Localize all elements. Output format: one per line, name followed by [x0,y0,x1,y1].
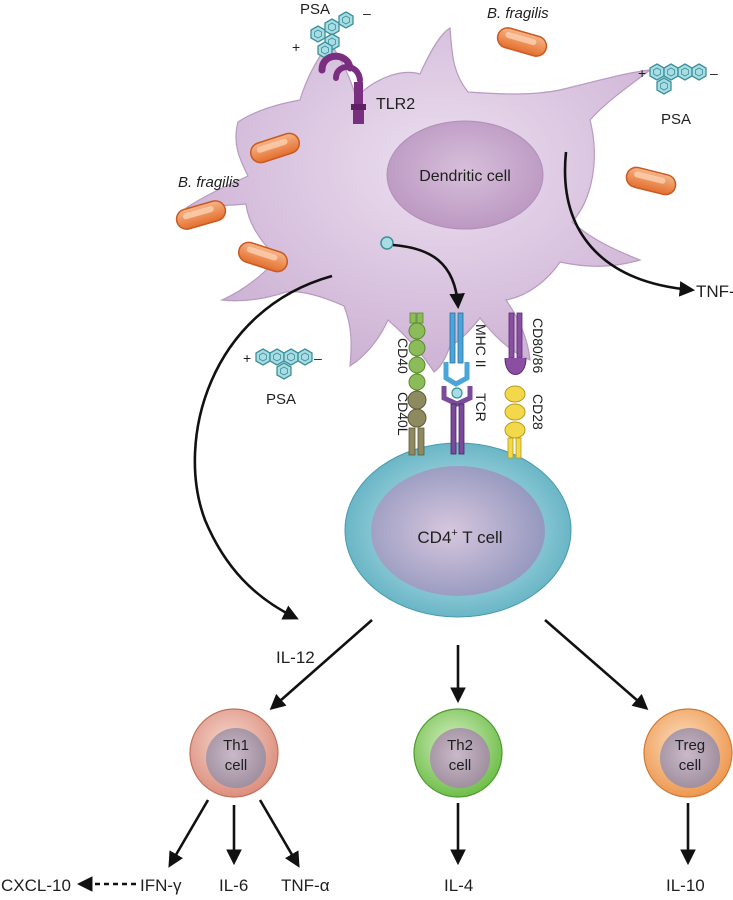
th1-cell [189,708,279,798]
b-fragilis-label-top: B. fragilis [487,5,549,22]
dendritic-cell-nucleus [386,120,544,230]
treg-label-line2: cell [679,757,702,774]
tnf-alpha-label-bottom: TNF-α [281,876,330,895]
treg-label-line1: Treg [675,737,705,754]
b-fragilis-label-left: B. fragilis [178,174,240,191]
svg-text:–: – [314,350,322,366]
th1-label-line1: Th1 [223,737,249,754]
arrow-tcell-to-th1 [269,619,373,711]
svg-text:–: – [710,65,718,81]
arrow-th1-to-ifng [168,799,210,868]
bacteria-icon [494,24,550,60]
il12-label: IL-12 [276,648,315,667]
svg-text:+: + [292,39,300,55]
th1-label-line2: cell [225,757,248,774]
psa-label-left: PSA [266,391,296,408]
th2-cell [413,708,503,798]
tlr2-receptor [318,52,366,124]
cd80-86-label: CD80/86 [530,318,546,373]
svg-text:+: + [243,350,251,366]
il4-label: IL-4 [444,876,473,895]
arrow-dc-to-tnf [563,151,696,297]
il6-label: IL-6 [219,876,248,895]
cd80-86-receptor [504,312,527,375]
internalized-psa-dot [380,236,394,250]
mhc-ii-receptor [443,312,470,387]
cd28-label: CD28 [530,394,546,430]
cd28-receptor [504,385,526,459]
cd4-t-cell-label: CD4+ T cell [417,527,502,547]
antigen-peptide-dot [451,387,463,399]
cd40-label: CD40 [395,338,411,374]
svg-text:+: + [638,65,646,81]
arrow-tcell-to-treg [544,619,649,711]
tlr2-label: TLR2 [376,96,415,113]
psa-molecule-right: + – [638,63,718,95]
mhc-ii-label: MHC II [473,324,489,368]
cd4-t-cell-nucleus [371,466,545,596]
ifn-gamma-label: IFN-γ [140,876,182,895]
tcr-receptor [441,386,473,455]
treg-cell [643,708,733,798]
cd40-receptor [408,312,426,391]
arrow-th1-to-tnf [258,799,300,868]
psa-molecule-left: + – [243,348,322,380]
psa-label-right: PSA [661,111,691,128]
cd40l-receptor [407,390,427,456]
dendritic-cell-label: Dendritic cell [419,168,511,185]
svg-text:–: – [363,5,371,21]
th2-label-line2: cell [449,757,472,774]
il10-label: IL-10 [666,876,705,895]
bacteria-icon [623,164,679,198]
psa-label-top: PSA [300,1,330,18]
arrow-dc-to-il12 [193,274,333,620]
cxcl10-label: CXCL-10 [1,876,71,895]
th2-label-line1: Th2 [447,737,473,754]
tcr-label: TCR [473,393,489,422]
cd40l-label: CD40L [395,392,411,436]
tnf-alpha-label-top: TNF-α [696,282,733,301]
arrow-psa-to-mhc [392,243,465,310]
psa-molecule-top: + – [292,5,371,59]
